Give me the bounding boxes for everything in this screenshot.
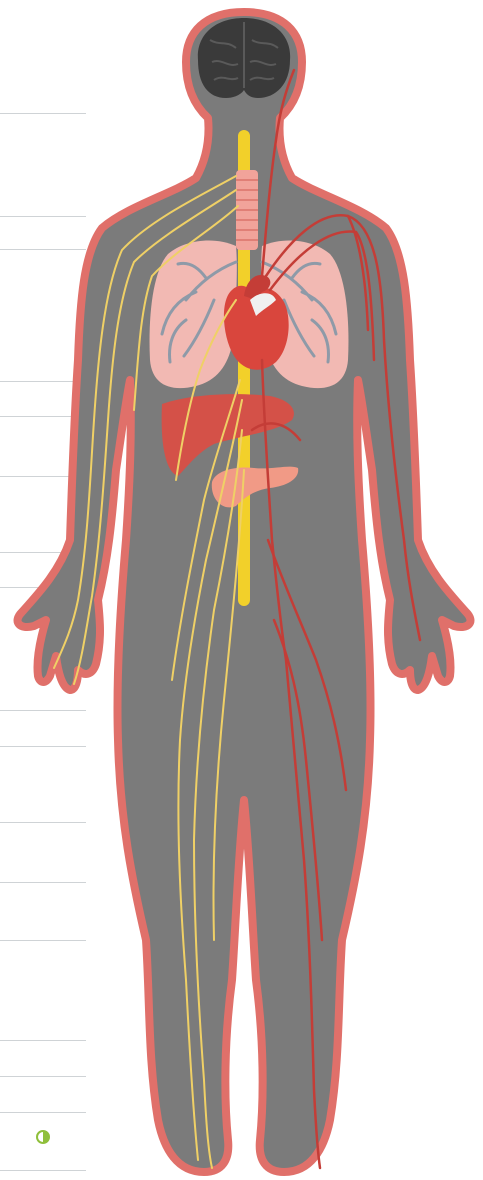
trachea (236, 170, 258, 250)
left-lung (150, 240, 237, 388)
half-circle-badge-icon (36, 1130, 50, 1144)
